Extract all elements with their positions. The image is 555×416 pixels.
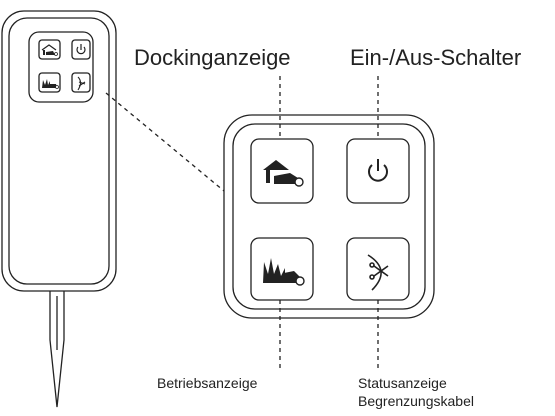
remote-control — [1, 10, 117, 408]
zoom-connector-line — [105, 92, 225, 192]
small-status-button — [71, 72, 91, 93]
power-icon — [368, 159, 388, 182]
docking-station-mower-icon — [263, 160, 304, 187]
operation-indicator-button — [250, 237, 314, 301]
enlarged-panel-outer — [223, 114, 435, 319]
small-status-icon — [77, 76, 86, 91]
status-indicator-label-line2: Begrenzungskabel — [358, 393, 474, 409]
power-switch-label: Ein-/Aus-Schalter — [350, 45, 522, 70]
grass-mower-icon — [263, 258, 305, 286]
small-power-button — [71, 39, 91, 60]
small-docking-button — [38, 39, 61, 60]
docking-indicator-label: Dockinganzeige — [134, 45, 291, 70]
operation-indicator-label: Betriebsanzeige — [157, 375, 258, 391]
remote-button-panel — [28, 31, 94, 103]
boundary-wire-scissors-icon — [367, 254, 389, 291]
docking-indicator-button — [250, 138, 314, 204]
power-switch-button — [346, 138, 410, 204]
small-power-icon — [76, 44, 86, 55]
status-indicator-label-line1: Statusanzeige — [358, 375, 447, 391]
remote-outer-shell — [1, 10, 117, 292]
ground-spike — [49, 291, 65, 408]
small-operation-icon — [42, 79, 59, 89]
small-operation-button — [38, 72, 61, 93]
enlarged-panel-inner — [232, 123, 426, 310]
remote-inner-shell — [8, 17, 110, 285]
leader-lines — [279, 76, 379, 372]
small-docking-icon — [41, 44, 58, 56]
enlarged-panel — [223, 114, 435, 319]
